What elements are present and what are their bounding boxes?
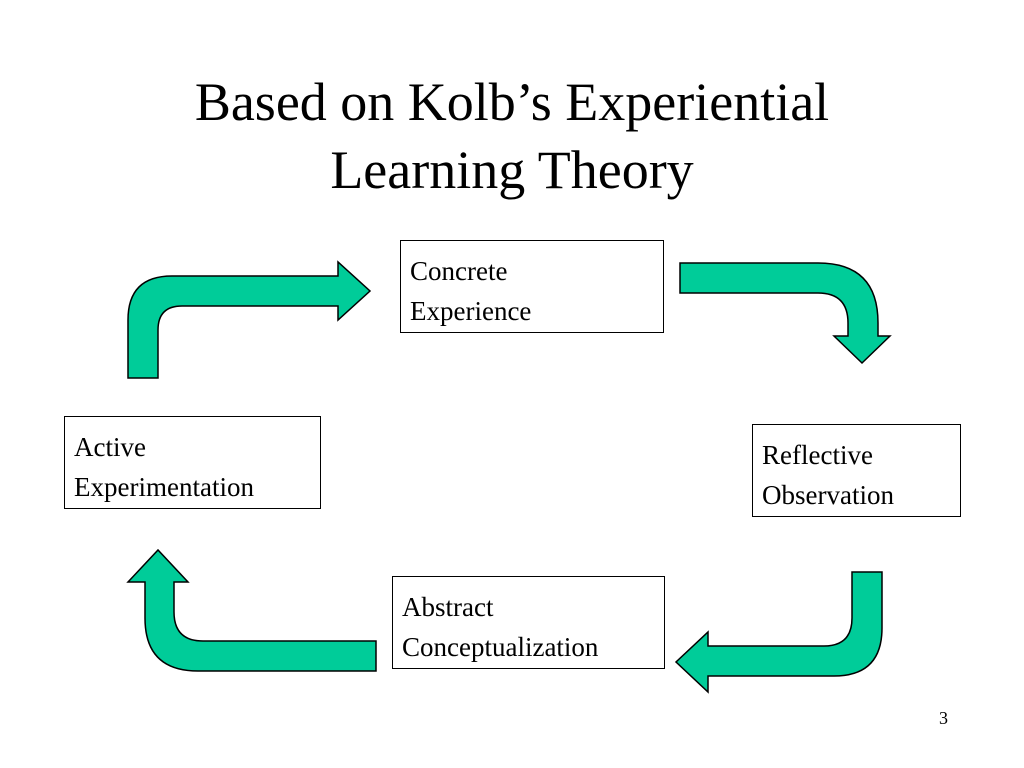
stage-label-line-2: Experience [410,296,532,326]
stage-abstract-conceptualization: Abstract Conceptualization [392,576,665,669]
stage-label-line-2: Observation [762,480,894,510]
stage-concrete-experience: Concrete Experience [400,240,664,333]
title-line-1: Based on Kolb’s Experiential [194,72,830,132]
stage-active-experimentation: Active Experimentation [64,416,321,509]
stage-label-line-1: Concrete [410,256,508,286]
slide-title: Based on Kolb’s Experiential Learning Th… [0,68,1024,204]
arrow-to-reflective-observation [679,262,892,365]
arrow-to-concrete-experience [127,260,372,379]
page-number: 3 [939,708,948,728]
arrow-to-abstract-conceptualization [674,571,883,694]
stage-label-line-1: Active [74,432,146,462]
stage-label-line-1: Reflective [762,440,873,470]
arrow-to-active-experimentation [126,548,377,672]
stage-label-line-2: Experimentation [74,472,254,502]
title-line-2: Learning Theory [330,140,694,200]
stage-label-line-1: Abstract [402,592,494,622]
stage-label-line-2: Conceptualization [402,632,599,662]
stage-reflective-observation: Reflective Observation [752,424,961,517]
